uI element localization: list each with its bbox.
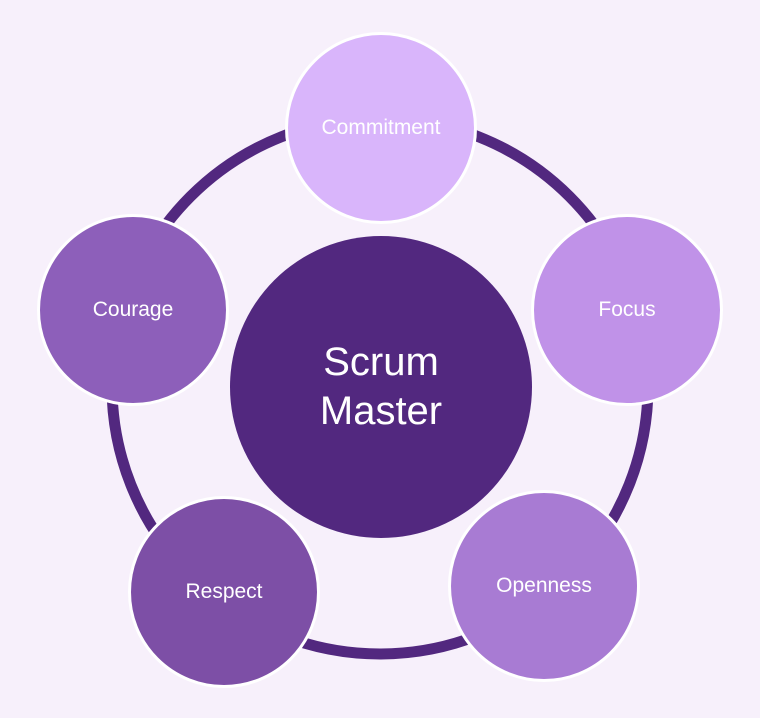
value-node-focus: Focus <box>531 214 723 406</box>
center-node-scrum-master: Scrum Master <box>230 236 532 538</box>
value-node-respect: Respect <box>128 496 320 688</box>
value-node-courage: Courage <box>37 214 229 406</box>
value-node-openness: Openness <box>448 490 640 682</box>
value-node-commitment: Commitment <box>285 32 477 224</box>
